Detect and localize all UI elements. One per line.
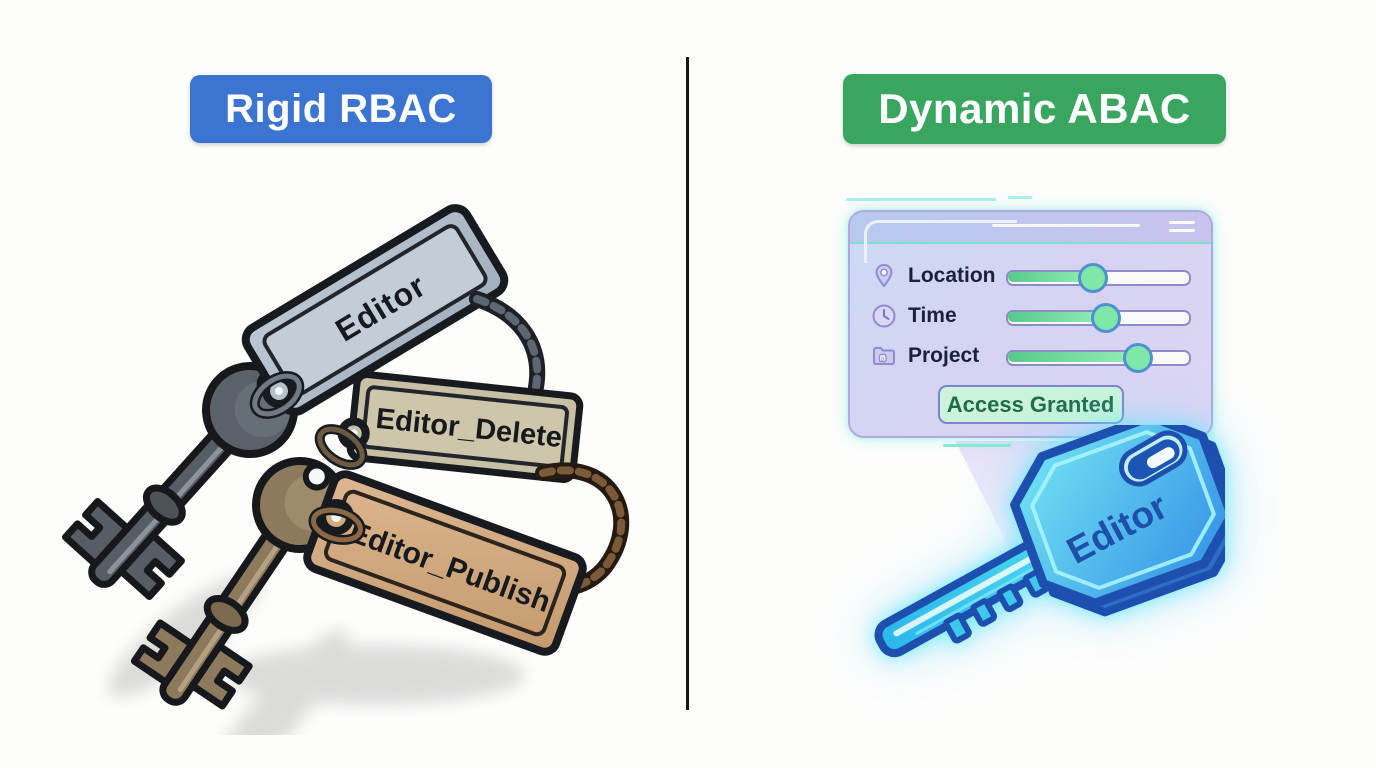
time-slider-fill — [1008, 312, 1107, 322]
editor-delete-tag: Editor_Delete — [337, 371, 584, 483]
clock-icon — [872, 304, 896, 328]
project-slider-thumb[interactable] — [1122, 343, 1153, 373]
attribute-row-location: Location — [850, 256, 1211, 296]
rbac-title-text: Rigid RBAC — [225, 86, 457, 131]
editor-tag: Editor — [241, 204, 509, 416]
svg-text:8: 8 — [881, 356, 884, 362]
time-slider[interactable] — [1006, 303, 1191, 333]
rbac-keys-illustration: Editor Editor_Delete Editor_Publish — [61, 204, 630, 735]
location-label: Location — [908, 264, 996, 287]
location-slider-fill — [1008, 272, 1094, 282]
access-granted-button[interactable]: Access Granted — [937, 385, 1124, 424]
abac-title-badge: Dynamic ABAC — [843, 74, 1226, 144]
attribute-row-time: Time — [850, 296, 1211, 336]
abac-glowing-key: Editor — [874, 425, 1225, 658]
keyhole-slot — [1119, 430, 1188, 487]
gray-chain — [469, 291, 546, 395]
cyan-key-head: Editor — [1010, 425, 1225, 617]
rbac-section: Rigid RBAC — [190, 75, 492, 143]
time-label: Time — [908, 304, 957, 327]
abac-title-text: Dynamic ABAC — [878, 85, 1191, 132]
attribute-row-project: 8 Project — [850, 336, 1211, 376]
project-slider-fill — [1008, 352, 1138, 362]
gray-skeleton-key — [61, 362, 298, 601]
menu-icon[interactable] — [1169, 221, 1195, 232]
project-slider[interactable] — [1006, 343, 1191, 373]
panel-corner-accent — [864, 220, 1017, 263]
panel-glow-line — [1008, 196, 1032, 199]
location-slider-thumb[interactable] — [1078, 263, 1109, 293]
panel-highlight-line — [992, 224, 1140, 227]
rbac-title-badge: Rigid RBAC — [190, 75, 492, 143]
keyring-connectors — [249, 371, 368, 545]
center-divider-line — [686, 57, 689, 710]
panel-glow-line — [846, 198, 996, 201]
panel-header — [850, 212, 1211, 263]
editor-publish-tag: Editor_Publish — [303, 470, 587, 656]
time-slider-thumb[interactable] — [1091, 303, 1122, 333]
project-label: Project — [908, 344, 980, 367]
cyan-key-shaft — [874, 535, 1061, 658]
panel-glow-line — [943, 444, 1011, 447]
folder-icon: 8 — [873, 347, 895, 365]
location-pin-icon — [875, 263, 893, 288]
abac-attribute-panel: Location Time 8 — [848, 210, 1213, 438]
location-slider[interactable] — [1006, 263, 1191, 293]
